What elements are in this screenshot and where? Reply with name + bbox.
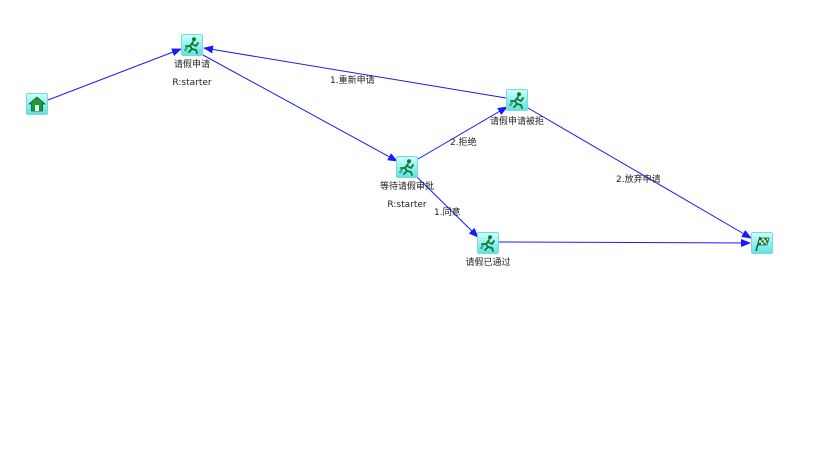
- rejected-node-label: 请假申请被拒: [489, 117, 545, 127]
- apply-node[interactable]: [181, 34, 203, 56]
- edge-wait-to-rejected[interactable]: [417, 106, 508, 160]
- approved-node-label: 请假已通过: [465, 258, 511, 268]
- edge-start-to-apply[interactable]: [47, 48, 182, 101]
- edge-apply-to-wait[interactable]: [202, 54, 398, 162]
- running-person-icon: [509, 92, 524, 109]
- edge-rejected-to-apply[interactable]: [203, 45, 507, 99]
- edge-label-reapply: 1.重新申请: [330, 76, 375, 86]
- edge-approved-to-end[interactable]: [498, 238, 751, 247]
- checkered-flag-icon: [755, 236, 770, 252]
- edge-label-reject: 2.拒绝: [450, 138, 477, 148]
- edge-label-abandon: 2.放弃申请: [616, 175, 661, 185]
- running-person-icon: [399, 159, 414, 176]
- wait-node[interactable]: [396, 156, 418, 178]
- wait-node-role: R:starter: [387, 200, 427, 210]
- wait-node-label: 等待请假审批: [379, 182, 435, 192]
- rejected-node[interactable]: [506, 89, 528, 111]
- running-person-icon: [480, 235, 495, 252]
- approved-node[interactable]: [477, 232, 499, 254]
- end-node[interactable]: [751, 232, 773, 254]
- running-person-icon: [184, 37, 199, 54]
- edge-label-agree: 1.同意: [434, 208, 461, 218]
- apply-node-role: R:starter: [172, 78, 212, 88]
- edge-wait-to-approved[interactable]: [415, 175, 479, 238]
- apply-node-label: 请假申请: [173, 60, 211, 70]
- start-node[interactable]: [26, 93, 48, 115]
- home-icon: [28, 96, 46, 112]
- edge-rejected-to-end[interactable]: [527, 107, 752, 239]
